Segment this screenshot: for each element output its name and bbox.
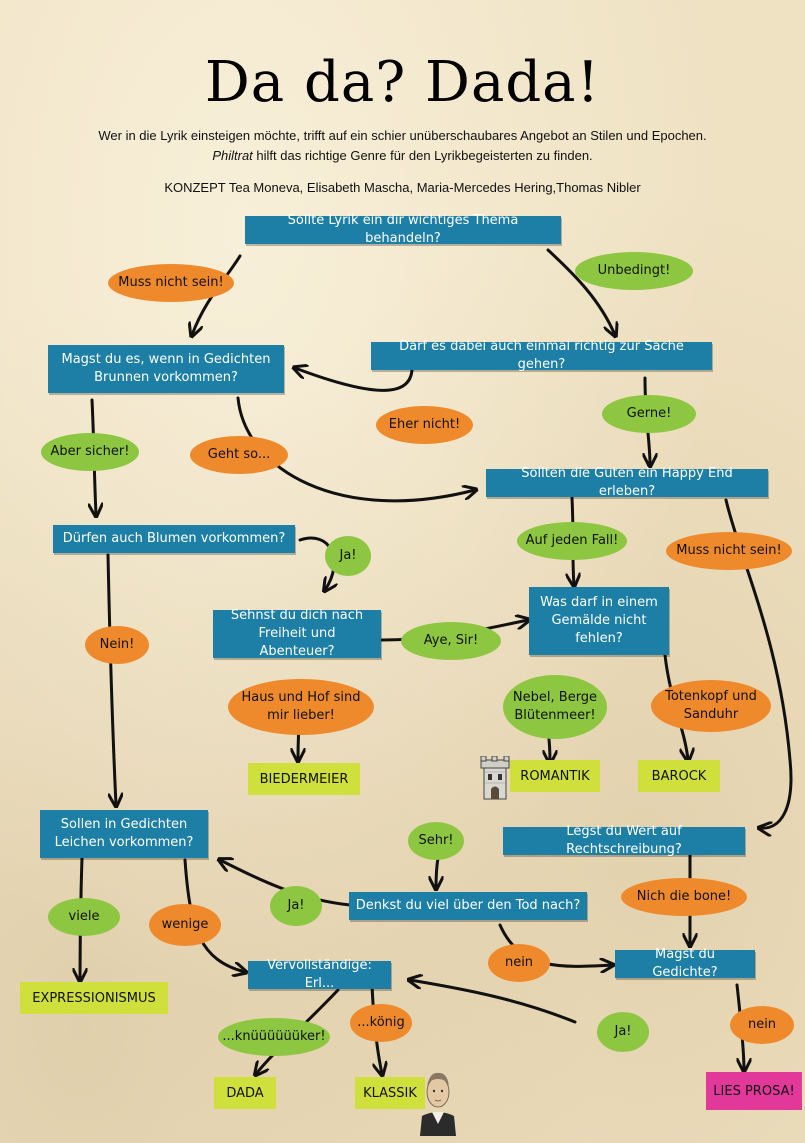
result-biedermeier: BIEDERMEIER	[248, 763, 360, 795]
intro-line-2-rest: hilft das richtige Genre für den Lyrikbe…	[252, 148, 593, 163]
answer-nein-flowers: Nein!	[85, 626, 149, 664]
goethe-portrait-icon	[420, 1072, 456, 1136]
answer-koenig: ...könig	[350, 1004, 412, 1042]
intro-text: Wer in die Lyrik einsteigen möchte, trif…	[60, 126, 745, 166]
arrow-q9-to-q10	[436, 856, 438, 888]
arrow-q1-to-q3	[546, 248, 615, 335]
question-important-topic: Sollte Lyrik ein dir wichtiges Thema beh…	[245, 213, 561, 246]
question-death: Denkst du viel über den Tod nach?	[349, 892, 587, 920]
intro-line-1: Wer in die Lyrik einsteigen möchte, trif…	[98, 128, 707, 143]
page-title: Da da? Dada!	[204, 50, 601, 115]
answer-ja-death: Ja!	[270, 886, 322, 926]
answer-ja-flowers: Ja!	[325, 536, 371, 576]
arrow-q5-to-q8	[106, 553, 116, 805]
answer-auf-jeden-fall: Auf jeden Fall!	[517, 522, 627, 560]
question-spelling: Legst du Wert auf Rechtschreibung?	[503, 824, 745, 857]
question-flowers: Dürfen auch Blumen vorkommen?	[53, 525, 295, 553]
answer-viele: viele	[48, 898, 120, 936]
answer-ja-poems: Ja!	[597, 1012, 649, 1052]
answer-totenkopf: Totenkopf und Sanduhr	[651, 680, 771, 732]
question-get-down-to-business: Darf es dabei auch einmal richtig zur Sa…	[371, 339, 712, 372]
answer-wenige: wenige	[149, 904, 221, 946]
arrow-q11-to-q12	[410, 980, 577, 1024]
answer-haus-und-hof: Haus und Hof sind mir lieber!	[228, 679, 374, 735]
answer-nein-death: nein	[488, 944, 550, 982]
answer-aber-sicher: Aber sicher!	[41, 433, 139, 471]
result-lies-prosa: LIES PROSA!	[706, 1072, 802, 1110]
answer-knueker: ...knüüüüüüker!	[218, 1018, 330, 1056]
result-dada: DADA	[214, 1077, 276, 1109]
answer-sehr: Sehr!	[408, 822, 464, 860]
answer-geht-so: Geht so...	[190, 436, 288, 474]
result-expressionismus: EXPRESSIONISMUS	[20, 982, 168, 1014]
question-like-poems: Magst du Gedichte?	[615, 947, 755, 980]
answer-nich-die-bone: Nich die bone!	[621, 878, 747, 916]
credits: KONZEPT Tea Moneva, Elisabeth Mascha, Ma…	[164, 180, 641, 195]
question-freedom-adventure: Sehnst du dich nach Freiheit und Abenteu…	[213, 608, 381, 659]
answer-gerne: Gerne!	[602, 395, 696, 433]
answer-eher-nicht: Eher nicht!	[376, 406, 473, 444]
answer-muss-nicht-sein-2: Muss nicht sein!	[666, 532, 792, 570]
answer-nein-poems: nein	[730, 1006, 794, 1044]
question-complete-erl: Vervollständige: Erl...	[248, 958, 391, 991]
intro-magazine-name: Philtrat	[212, 148, 253, 163]
question-corpses: Sollen in Gedichten Leichen vorkommen?	[40, 810, 208, 858]
result-klassik: KLASSIK	[355, 1077, 425, 1109]
question-painting: Was darf in einem Gemälde nicht fehlen?	[529, 587, 669, 655]
answer-unbedingt: Unbedingt!	[575, 252, 693, 290]
castle-tower-icon	[480, 756, 510, 800]
question-happy-end: Sollten die Guten ein Happy End erleben?	[486, 466, 768, 499]
result-romantik: ROMANTIK	[510, 760, 600, 792]
arrow-q3-to-q2	[295, 368, 414, 392]
answer-aye-sir: Aye, Sir!	[401, 622, 501, 660]
question-fountains: Magst du es, wenn in Gedichten Brunnen v…	[48, 345, 284, 393]
arrow-q2-to-q4	[236, 396, 475, 503]
answer-nebel-berge: Nebel, Berge Blütenmeer!	[503, 675, 607, 739]
answer-muss-nicht-sein-1: Muss nicht sein!	[108, 264, 234, 302]
intro-line-2: Philtrat hilft das richtige Genre für de…	[60, 146, 745, 166]
result-barock: BAROCK	[638, 760, 720, 792]
